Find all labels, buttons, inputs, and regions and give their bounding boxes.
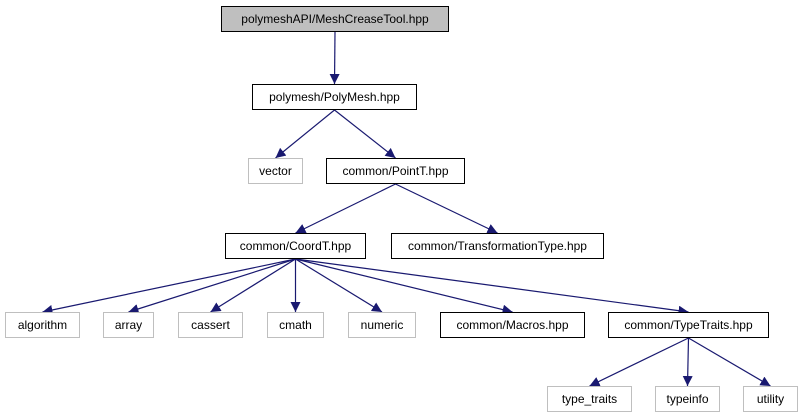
node-type-traits: type_traits [547, 386, 632, 412]
node-poly-mesh-hpp[interactable]: polymesh/PolyMesh.hpp [252, 84, 417, 110]
node-array: array [103, 312, 154, 338]
node-typeinfo: typeinfo [655, 386, 720, 412]
edge-point_t-to-coord_t [295, 183, 396, 234]
node-cassert: cassert [178, 312, 243, 338]
node-mesh-crease-tool-hpp[interactable]: polymeshAPI/MeshCreaseTool.hpp [221, 6, 449, 32]
node-type-traits-hpp[interactable]: common/TypeTraits.hpp [608, 312, 769, 338]
edge-coord_t-to-numeric [295, 258, 383, 313]
node-transformation-type-hpp[interactable]: common/TransformationType.hpp [391, 233, 604, 259]
edge-coord_t-to-algorithm [42, 258, 296, 315]
edge-poly_mesh-to-vector [275, 109, 335, 159]
node-vector: vector [248, 158, 303, 184]
edge-mesh_crease_tool-to-poly_mesh [329, 31, 340, 85]
edge-type_traits_hpp-to-utility [688, 337, 771, 387]
edge-coord_t-to-macros [295, 258, 513, 315]
edge-type_traits_hpp-to-type_traits [589, 337, 689, 387]
node-macros-hpp[interactable]: common/Macros.hpp [440, 312, 585, 338]
edge-coord_t-to-array [128, 258, 296, 314]
edge-poly_mesh-to-point_t [334, 109, 396, 159]
edge-point_t-to-transformation_type [395, 183, 498, 234]
node-point-t-hpp[interactable]: common/PointT.hpp [326, 158, 465, 184]
edge-type_traits_hpp-to-typeinfo [682, 337, 693, 387]
node-numeric: numeric [348, 312, 416, 338]
edge-coord_t-to-cassert [210, 258, 296, 313]
node-coord-t-hpp[interactable]: common/CoordT.hpp [225, 233, 366, 259]
node-utility: utility [743, 386, 798, 412]
node-cmath: cmath [267, 312, 324, 338]
edge-coord_t-to-type_traits_hpp [295, 258, 689, 316]
node-algorithm: algorithm [5, 312, 80, 338]
